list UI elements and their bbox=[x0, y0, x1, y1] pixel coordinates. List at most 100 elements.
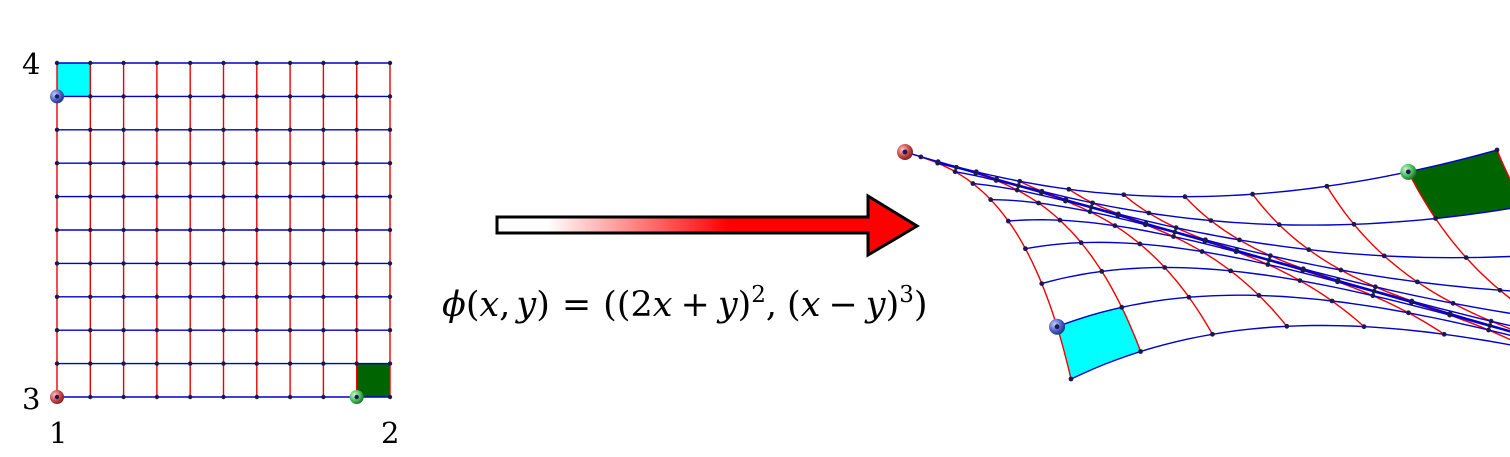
grid-node bbox=[54, 361, 60, 366]
grid-node bbox=[88, 194, 93, 199]
grid-node bbox=[154, 394, 160, 400]
mapped-node bbox=[1090, 200, 1095, 206]
grid-node bbox=[321, 294, 326, 299]
mapped-node bbox=[902, 149, 908, 155]
mapped-line-red bbox=[1252, 193, 1510, 333]
grid-node bbox=[321, 194, 326, 199]
grid-node bbox=[354, 227, 359, 233]
grid-node bbox=[54, 127, 60, 132]
mapped-node bbox=[1119, 304, 1125, 310]
domain-grid bbox=[50, 60, 393, 404]
grid-node bbox=[321, 394, 326, 400]
grid-node bbox=[88, 361, 93, 366]
grid-node bbox=[387, 361, 393, 366]
grid-node bbox=[221, 227, 226, 233]
grid-node bbox=[121, 294, 126, 299]
mapped-node bbox=[1256, 293, 1262, 298]
mapped-node bbox=[1487, 323, 1493, 329]
mapped-node bbox=[1306, 247, 1312, 253]
mapped-node bbox=[1017, 178, 1023, 184]
mapped-node bbox=[1023, 246, 1028, 252]
grid-node bbox=[154, 161, 160, 166]
mapped-node bbox=[1068, 376, 1074, 382]
mapped-node bbox=[1371, 288, 1377, 294]
mapped-node bbox=[1450, 300, 1456, 306]
grid-node bbox=[188, 261, 193, 266]
mapped-node bbox=[988, 197, 994, 203]
grid-node bbox=[354, 361, 359, 366]
grid-node bbox=[154, 94, 160, 99]
mapped-node bbox=[1234, 247, 1239, 253]
mapped-node bbox=[1406, 310, 1411, 316]
mapped-node bbox=[1182, 194, 1188, 200]
mapped-node bbox=[1087, 209, 1093, 215]
mapped-node bbox=[1039, 188, 1045, 194]
grid-node bbox=[188, 161, 193, 166]
grid-node bbox=[88, 294, 93, 299]
grid-node bbox=[154, 60, 160, 66]
mapped-node bbox=[1433, 216, 1438, 221]
grid-node bbox=[287, 94, 293, 99]
grid-node bbox=[354, 328, 359, 333]
grid-node bbox=[254, 127, 259, 132]
mapped-node bbox=[1054, 324, 1060, 330]
grid-node bbox=[54, 60, 60, 66]
mapped-node bbox=[1300, 266, 1306, 272]
mapped-node bbox=[1405, 169, 1411, 175]
grid-node bbox=[254, 161, 259, 166]
grid-node bbox=[287, 60, 293, 66]
grid-node bbox=[221, 328, 226, 333]
grid-node bbox=[54, 394, 60, 400]
grid-node bbox=[287, 261, 293, 266]
mapped-node bbox=[1186, 294, 1192, 300]
grid-node bbox=[321, 161, 326, 166]
grid-node bbox=[287, 161, 293, 166]
grid-node bbox=[221, 394, 226, 400]
mapped-node bbox=[1036, 200, 1041, 206]
grid-node bbox=[387, 328, 393, 333]
grid-node bbox=[387, 194, 393, 199]
mapped-node bbox=[973, 169, 979, 175]
grid-node bbox=[387, 394, 393, 400]
grid-node bbox=[254, 328, 259, 333]
grid-node bbox=[287, 361, 293, 366]
mapped-node bbox=[1486, 327, 1491, 333]
grid-node bbox=[354, 194, 359, 199]
grid-node bbox=[354, 127, 359, 132]
grid-node bbox=[354, 294, 359, 299]
grid-node bbox=[354, 161, 359, 166]
mapped-node bbox=[1146, 210, 1152, 216]
mapped-node bbox=[970, 181, 976, 186]
mapped-node bbox=[1335, 277, 1341, 283]
grid-node bbox=[54, 261, 60, 266]
grid-node bbox=[154, 361, 160, 366]
grid-node bbox=[354, 60, 359, 66]
grid-node bbox=[121, 94, 126, 99]
grid-node bbox=[387, 261, 393, 266]
mapped-node bbox=[1297, 278, 1303, 283]
grid-node bbox=[287, 328, 293, 333]
mapped-node bbox=[1057, 217, 1063, 223]
mapped-node bbox=[1351, 221, 1357, 227]
mapped-node bbox=[1441, 331, 1447, 337]
mapped-node bbox=[918, 154, 924, 160]
grid-node bbox=[88, 261, 93, 266]
mapped-node bbox=[1014, 187, 1020, 193]
mapped-node bbox=[1370, 293, 1376, 299]
grid-node bbox=[254, 361, 259, 366]
mapped-node bbox=[1265, 262, 1271, 267]
mapped-node bbox=[1203, 237, 1208, 243]
mapped-node bbox=[1121, 192, 1127, 198]
grid-node bbox=[221, 194, 226, 199]
mapped-node bbox=[1488, 318, 1494, 324]
grid-node bbox=[88, 328, 93, 333]
mapped-node bbox=[1005, 218, 1011, 224]
grid-node bbox=[188, 94, 193, 99]
grid-node bbox=[54, 94, 60, 99]
grid-node bbox=[121, 394, 126, 400]
grid-node bbox=[88, 94, 93, 99]
mapped-node bbox=[1078, 240, 1084, 246]
mapped-node bbox=[1210, 331, 1215, 337]
grid-node bbox=[154, 261, 160, 266]
mapped-node bbox=[1199, 249, 1205, 254]
